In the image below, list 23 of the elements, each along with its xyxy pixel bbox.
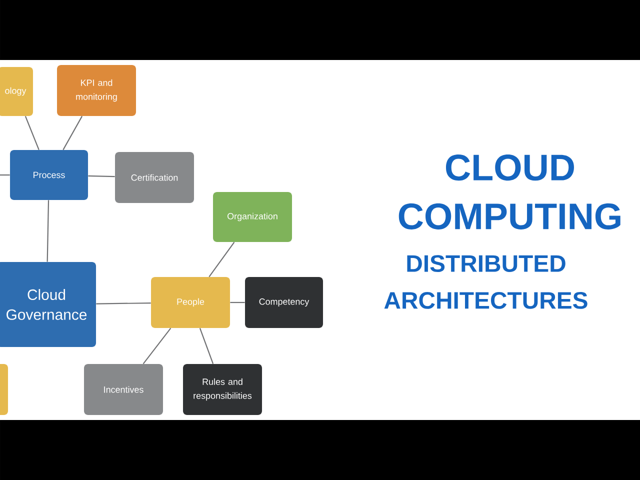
topic-box: ology (0, 67, 33, 116)
root-box: Cloud Governance (0, 262, 96, 347)
topic-box: People (151, 277, 230, 328)
connector-line (24, 116, 40, 150)
connector-line (96, 302, 151, 304)
connector-line (88, 175, 115, 178)
topic-box: Competency (245, 277, 323, 328)
topic-box: Rules and responsibilities (183, 364, 262, 415)
connector-line (46, 200, 50, 262)
title: CLOUD COMPUTING (398, 154, 620, 230)
topic-box: Process (10, 150, 88, 200)
topic-box: Organization (213, 192, 292, 242)
connector-line (230, 302, 245, 304)
empty-box (0, 364, 8, 415)
connector-line (199, 328, 214, 364)
topic-box: Certification (115, 152, 194, 203)
connector-line (208, 242, 235, 278)
connector-line (142, 328, 172, 364)
topic-box: Incentives (84, 364, 163, 415)
subtitle: DISTRIBUTED ARCHITECTURES (384, 255, 588, 309)
topic-box: KPI and monitoring (57, 65, 136, 116)
connector-line (62, 116, 83, 150)
connector-line (0, 174, 10, 176)
